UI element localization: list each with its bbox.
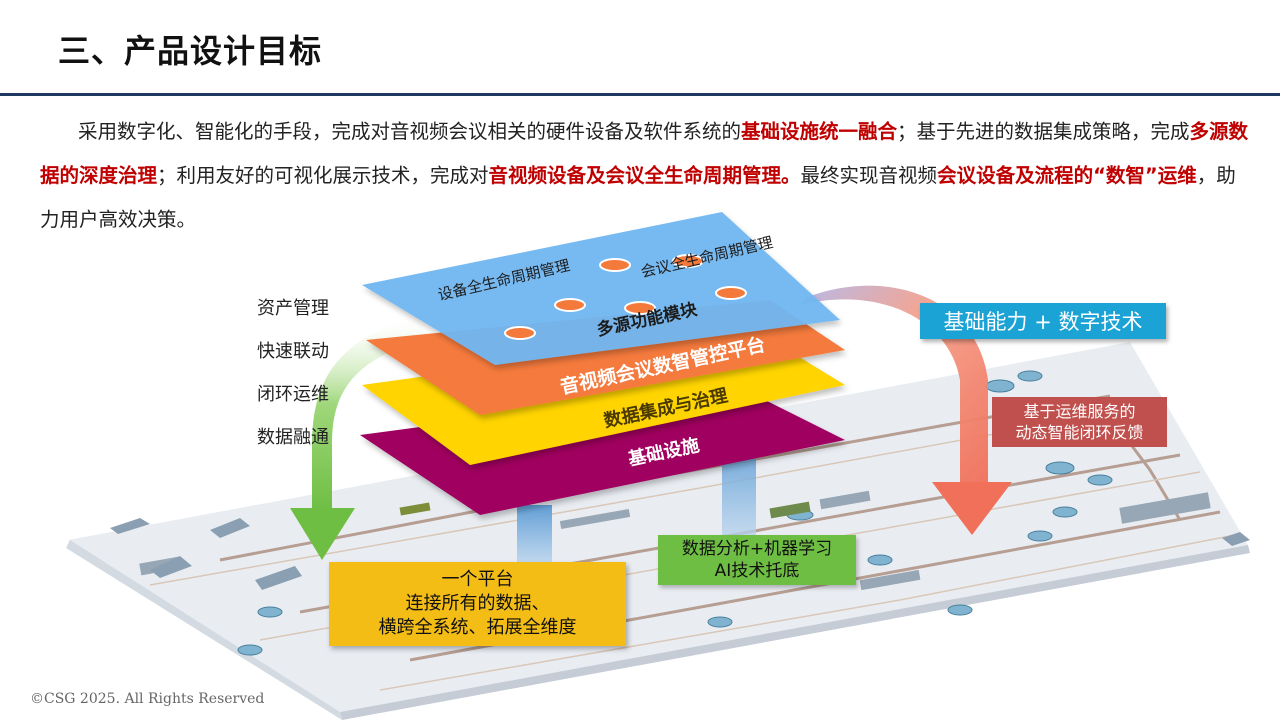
capability-text: 基础能力 + 数字技术: [943, 310, 1143, 334]
copyright-footer: ©CSG 2025. All Rights Reserved: [30, 691, 265, 707]
intro-emphasis-2: 多源数据的深度治理: [40, 120, 1249, 187]
intro-emphasis-3: 音视频设备及会议全生命周期管理。: [488, 164, 801, 187]
side-label-linkage: 快速联动: [257, 341, 329, 362]
feedback-callout: 基于运维服务的 动态智能闭环反馈: [992, 397, 1167, 447]
side-label-data-fusion: 数据融通: [257, 427, 329, 448]
intro-paragraph: 采用数字化、智能化的手段，完成对音视频会议相关的硬件设备及软件系统的基础设施统一…: [40, 110, 1250, 242]
platform-text-3: 横跨全系统、拓展全维度: [378, 617, 577, 638]
side-label-closed-loop: 闭环运维: [257, 384, 329, 405]
side-label-asset: 资产管理: [257, 298, 329, 319]
layer-top-modules: [362, 212, 840, 365]
intro-emphasis-4: 会议设备及流程的“数智”运维: [937, 164, 1197, 187]
left-loop-arrow: [290, 318, 430, 560]
intro-text-2: ；基于先进的数据集成策略，完成: [897, 120, 1190, 143]
analysis-text-2: AI技术托底: [714, 561, 800, 581]
platform-text-2: 连接所有的数据、: [405, 593, 550, 614]
intro-emphasis-1: 基础设施统一融合: [741, 120, 898, 143]
analysis-text-1: 数据分析+机器学习: [681, 539, 833, 559]
title-divider: [0, 93, 1280, 96]
feedback-text-2: 动态智能闭环反馈: [1015, 423, 1144, 442]
capability-callout: 基础能力 + 数字技术: [920, 303, 1166, 339]
analysis-callout: 数据分析+机器学习 AI技术托底: [658, 535, 856, 585]
platform-callout: 一个平台 连接所有的数据、 横跨全系统、拓展全维度: [329, 562, 626, 646]
intro-text-5: ，助力用户高效决策。: [40, 164, 1236, 231]
intro-text-3: ；利用友好的可视化展示技术，完成对: [157, 164, 489, 187]
layer-infrastructure: [360, 385, 845, 515]
platform-text-1: 一个平台: [441, 569, 514, 590]
intro-text-4: 最终实现音视频: [800, 164, 938, 187]
intro-text-1: 采用数字化、智能化的手段，完成对音视频会议相关的硬件设备及软件系统的: [78, 120, 742, 143]
page-title: 三、产品设计目标: [58, 32, 323, 70]
feedback-text-1: 基于运维服务的: [1023, 402, 1136, 421]
